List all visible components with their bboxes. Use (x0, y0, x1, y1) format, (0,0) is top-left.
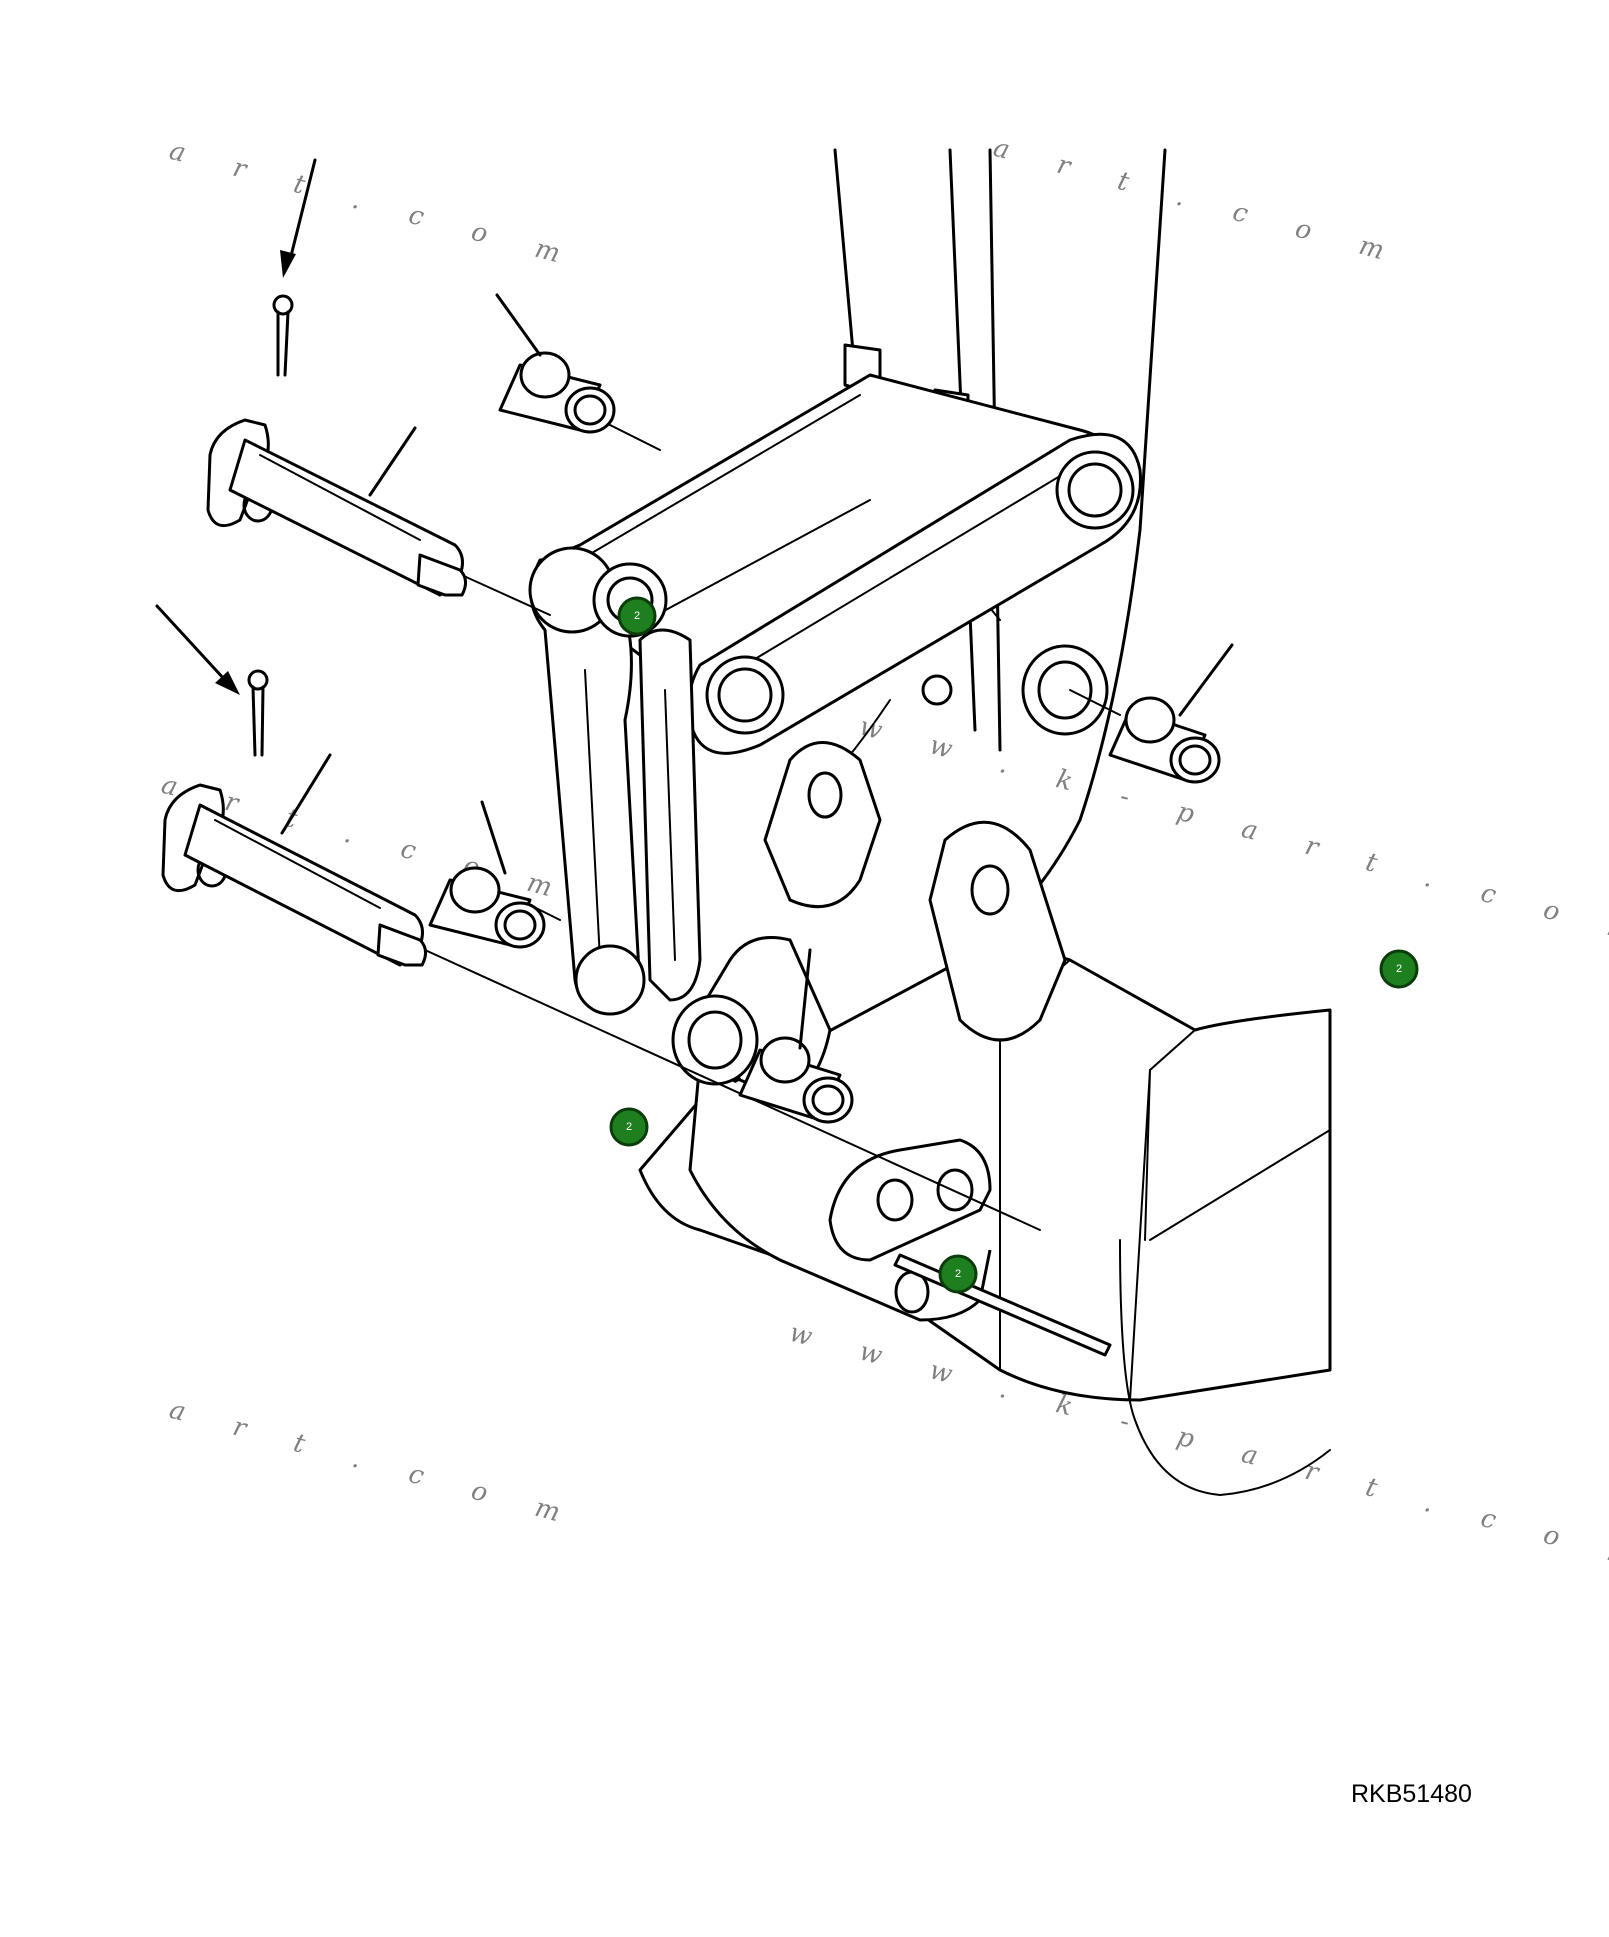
leader-lines (280, 293, 1234, 1050)
bushing-lower-center (738, 1036, 854, 1124)
marker-label: 2 (634, 610, 640, 622)
bucket-pin-boss (574, 644, 1109, 1086)
bushing-upper (498, 351, 616, 434)
arrow-upper (280, 158, 317, 278)
pin-upper (206, 418, 467, 597)
bushing-lower-left (428, 866, 546, 949)
marker-label: 2 (955, 1268, 961, 1280)
drawing-code: RKB51480 (1351, 1780, 1472, 1808)
watermark: a r t . c o m (990, 133, 1407, 272)
marker-4[interactable]: 2 (938, 1254, 978, 1294)
marker-label: 2 (626, 1121, 632, 1133)
cotter-pin-upper (272, 294, 294, 377)
watermark: a r t . c o m (166, 1395, 583, 1534)
marker-1[interactable]: 2 (617, 596, 657, 636)
marker-label: 2 (1396, 963, 1402, 975)
watermark: a r t . c o m (166, 136, 583, 275)
h-link (687, 432, 1142, 755)
bushing-right (1108, 696, 1221, 784)
marker-2[interactable]: 2 (1379, 949, 1419, 989)
marker-3[interactable]: 2 (609, 1107, 649, 1147)
watermark-layer: a r t . c o m a r t . c o m a r t . c o … (158, 133, 1609, 1578)
pin-lower (161, 783, 427, 967)
cotter-pin-lower (247, 669, 269, 757)
arrow-lower (155, 604, 240, 695)
